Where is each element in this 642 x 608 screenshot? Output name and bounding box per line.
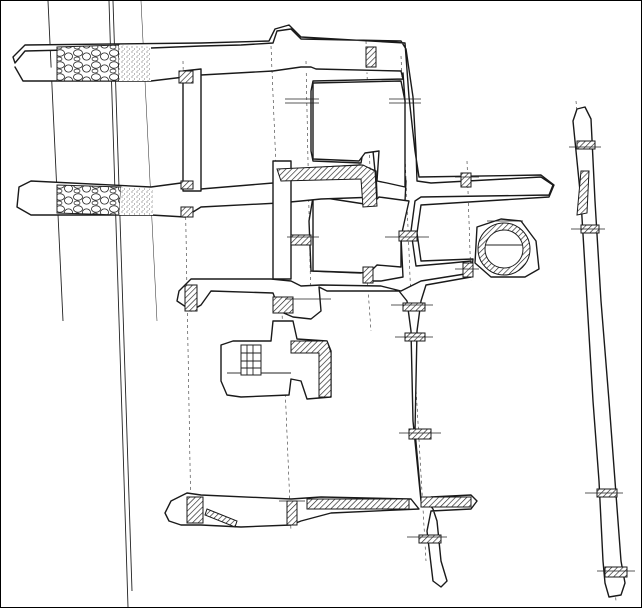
stone-fill-top (56, 44, 120, 82)
chamber-lower-left (220, 320, 332, 400)
dotted-fill-second (119, 187, 153, 215)
circular-shaft (474, 218, 540, 278)
corridor-left-link (182, 68, 202, 192)
reference-lines (47, 1, 158, 607)
dotted-fill-top (119, 45, 151, 81)
tunnel-right-hatch (576, 170, 590, 216)
stone-fill-second (56, 184, 122, 216)
corridor-vertical (272, 160, 292, 280)
ladder-feature (227, 344, 291, 376)
section-markers (279, 98, 635, 572)
room-middle (312, 196, 410, 274)
